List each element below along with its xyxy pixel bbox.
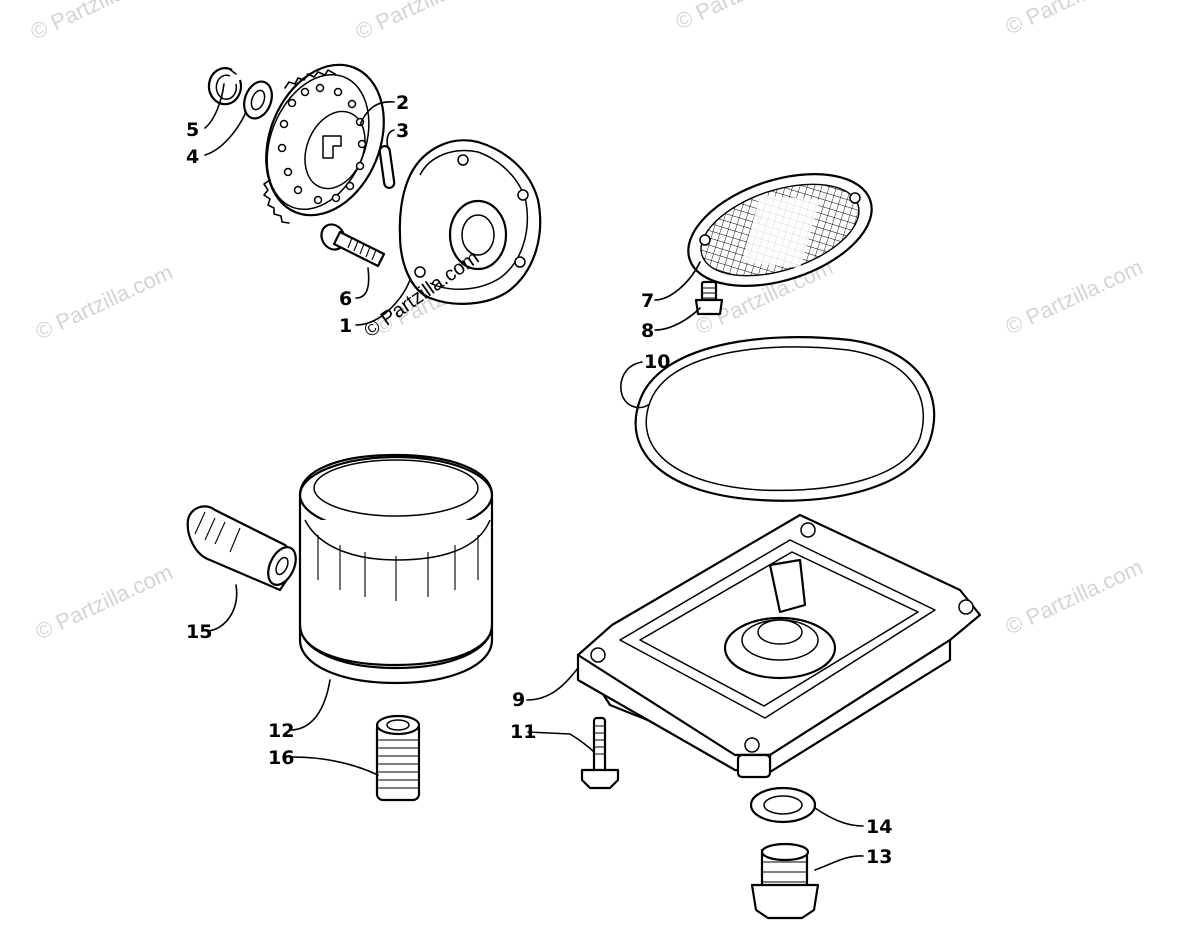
part-threaded-nipple <box>375 714 421 802</box>
callout-4: 4 <box>186 146 199 168</box>
callout-7: 7 <box>641 290 654 312</box>
callout-1: 1 <box>339 315 352 337</box>
callout-10: 10 <box>644 351 670 373</box>
watermark: © Partzilla.com <box>27 0 172 45</box>
part-strainer-screen <box>687 173 873 287</box>
part-gear <box>263 63 385 224</box>
part-drain-washer <box>749 786 817 824</box>
watermark: © Partzilla.com <box>672 0 817 35</box>
watermark: © Partzilla.com <box>1002 554 1147 639</box>
part-oil-pan <box>576 513 982 779</box>
callout-11: 11 <box>510 721 536 743</box>
callout-14: 14 <box>866 816 892 838</box>
callout-2: 2 <box>396 92 409 114</box>
callout-labels: 5 4 2 3 6 1 7 8 10 9 11 12 16 15 14 13 <box>186 92 892 868</box>
watermark: © Partzilla.com <box>1002 0 1147 40</box>
part-circlip <box>207 67 243 106</box>
watermark: © Partzilla.com <box>32 559 177 644</box>
part-drain-plug <box>750 842 820 920</box>
callout-5: 5 <box>186 119 199 141</box>
callout-9: 9 <box>512 689 525 711</box>
callout-3: 3 <box>396 120 409 142</box>
part-pin <box>378 145 396 189</box>
callout-16: 16 <box>268 747 294 769</box>
callout-15: 15 <box>186 621 212 643</box>
callout-12: 12 <box>268 720 294 742</box>
part-oil-pump <box>398 139 542 305</box>
part-oil-filter <box>298 453 494 685</box>
part-gasket <box>634 336 936 502</box>
part-flange-bolt <box>580 716 620 790</box>
part-washer <box>243 80 273 120</box>
leader-lines <box>204 83 864 871</box>
part-screw <box>694 280 724 316</box>
part-oil-pressure-switch <box>186 505 297 592</box>
callout-8: 8 <box>641 320 654 342</box>
watermark: © Partzilla.com <box>1002 254 1147 339</box>
watermark: © Partzilla.com <box>352 0 497 45</box>
callout-13: 13 <box>866 846 892 868</box>
watermark: © Partzilla.com <box>32 259 177 344</box>
part-bolt <box>320 223 386 268</box>
callout-6: 6 <box>339 288 352 310</box>
